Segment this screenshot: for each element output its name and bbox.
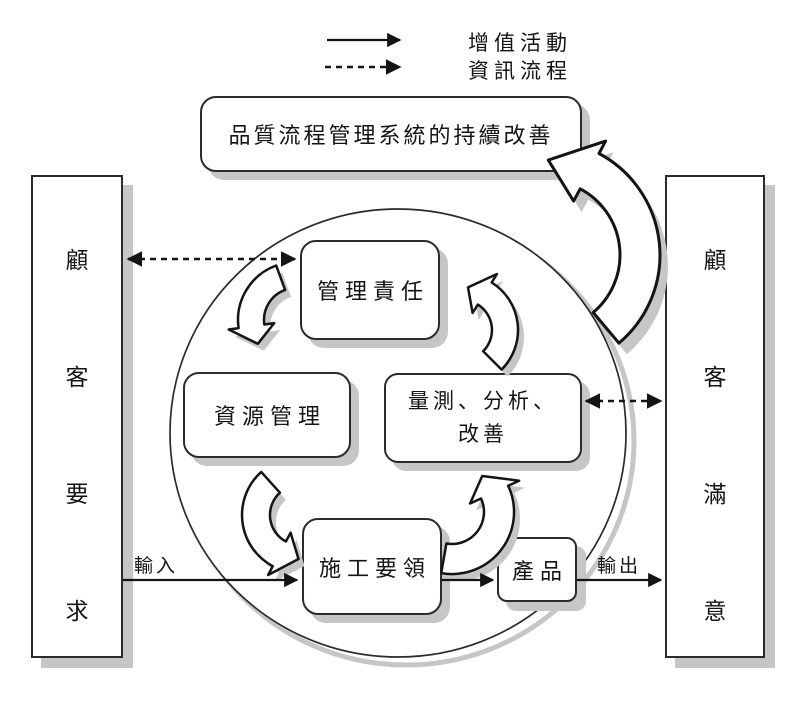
- input-label: 輸入: [134, 555, 179, 577]
- resource-management-label: 資源管理: [213, 405, 326, 430]
- construction-essentials-box: 施工要領: [302, 518, 442, 615]
- measurement-analysis-label-line2: 改善: [458, 422, 508, 446]
- continuous-improvement-box: 品質流程管理系統的持續改善: [200, 96, 582, 172]
- continuous-improvement-label: 品質流程管理系統的持續改善: [228, 124, 554, 149]
- customer-satisfaction-char: 意: [703, 599, 727, 625]
- measurement-analysis-label-line1: 量測、分析、: [408, 389, 558, 413]
- customer-requirements-char: 要: [65, 482, 89, 508]
- customer-satisfaction-char: 客: [703, 365, 727, 391]
- legend-dashed-label: 資訊流程: [468, 59, 572, 83]
- customer-requirements-char: 客: [65, 365, 89, 391]
- management-responsibility-label: 管理責任: [316, 280, 429, 305]
- product-label: 產品: [511, 559, 568, 585]
- customer-satisfaction-box: 顧 客 滿 意: [665, 175, 765, 658]
- customer-requirements-char: 求: [65, 599, 89, 625]
- output-label: 輸出: [597, 555, 642, 577]
- customer-satisfaction-char: 顧: [703, 248, 727, 274]
- customer-requirements-char: 顧: [65, 248, 89, 274]
- management-responsibility-box: 管理責任: [300, 240, 440, 340]
- customer-requirements-box: 顧 客 要 求: [31, 175, 123, 658]
- measurement-analysis-improvement-box: 量測、分析、 改善: [384, 373, 582, 463]
- product-box: 產品: [497, 537, 577, 602]
- customer-satisfaction-char: 滿: [703, 482, 727, 508]
- construction-essentials-label: 施工要領: [318, 556, 431, 582]
- resource-management-box: 資源管理: [183, 372, 351, 458]
- legend-solid-label: 增值活動: [468, 31, 572, 55]
